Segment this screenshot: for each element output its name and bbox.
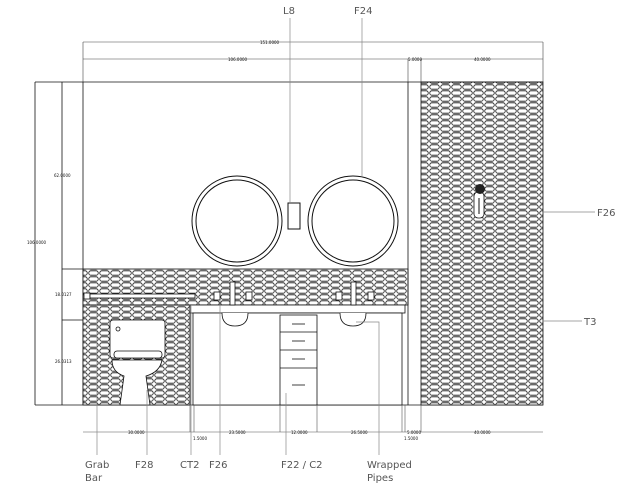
label-pipes-2: Pipes [367, 473, 393, 484]
dim-left-total: 106.0000 [27, 240, 47, 245]
faucet-left [213, 281, 253, 306]
dim-left-mid: 18.0127 [55, 292, 72, 297]
dim-bottom-3: 12.0000 [291, 430, 308, 435]
shower-valve [473, 184, 485, 219]
top-dimensions [82, 41, 544, 82]
dim-top-gap: 5.0000 [408, 57, 422, 62]
label-grab-bar-1: Grab [85, 460, 109, 471]
vanity [189, 304, 406, 406]
label-pipes-1: Wrapped [367, 460, 412, 471]
dim-bottom-4: 26.5000 [351, 430, 368, 435]
label-mirror: F24 [354, 6, 372, 17]
dim-bottom-5: 5.0000 [407, 430, 421, 435]
dim-top-total: 151.0000 [260, 40, 280, 45]
tile-band-main [82, 268, 409, 306]
dim-bottom-1: 1.5000 [193, 436, 207, 441]
dim-left-lower: 26.0313 [55, 359, 72, 364]
dim-left-upper: 62.0000 [54, 173, 71, 178]
dim-bottom-7: 40.0000 [474, 430, 491, 435]
wall-outline [34, 81, 543, 406]
label-countertop: CT2 [180, 460, 199, 471]
leader-lines [96, 18, 595, 455]
bottom-dimensions [83, 405, 543, 433]
tile-column-right [420, 81, 544, 406]
dim-bottom-0: 30.0000 [128, 430, 145, 435]
faucet-right [335, 281, 375, 306]
wall-light [287, 202, 301, 230]
label-toilet: F28 [135, 460, 153, 471]
label-tile-trim: T3 [583, 317, 596, 328]
mirror-right [307, 175, 399, 267]
dim-top-right: 40.0000 [474, 57, 491, 62]
toilet [109, 319, 166, 406]
label-wall-tile: F26 [597, 208, 615, 219]
dim-top-main: 106.0000 [228, 57, 248, 62]
grab-bar [83, 292, 196, 300]
mirror-left [191, 175, 283, 267]
label-light: L8 [283, 6, 295, 17]
dim-bottom-6: 1.5000 [404, 436, 418, 441]
label-vanity: F22 / C2 [281, 460, 323, 471]
dim-bottom-2: 23.5000 [229, 430, 246, 435]
label-grab-bar-2: Bar [85, 473, 103, 484]
label-faucet: F26 [209, 460, 227, 471]
